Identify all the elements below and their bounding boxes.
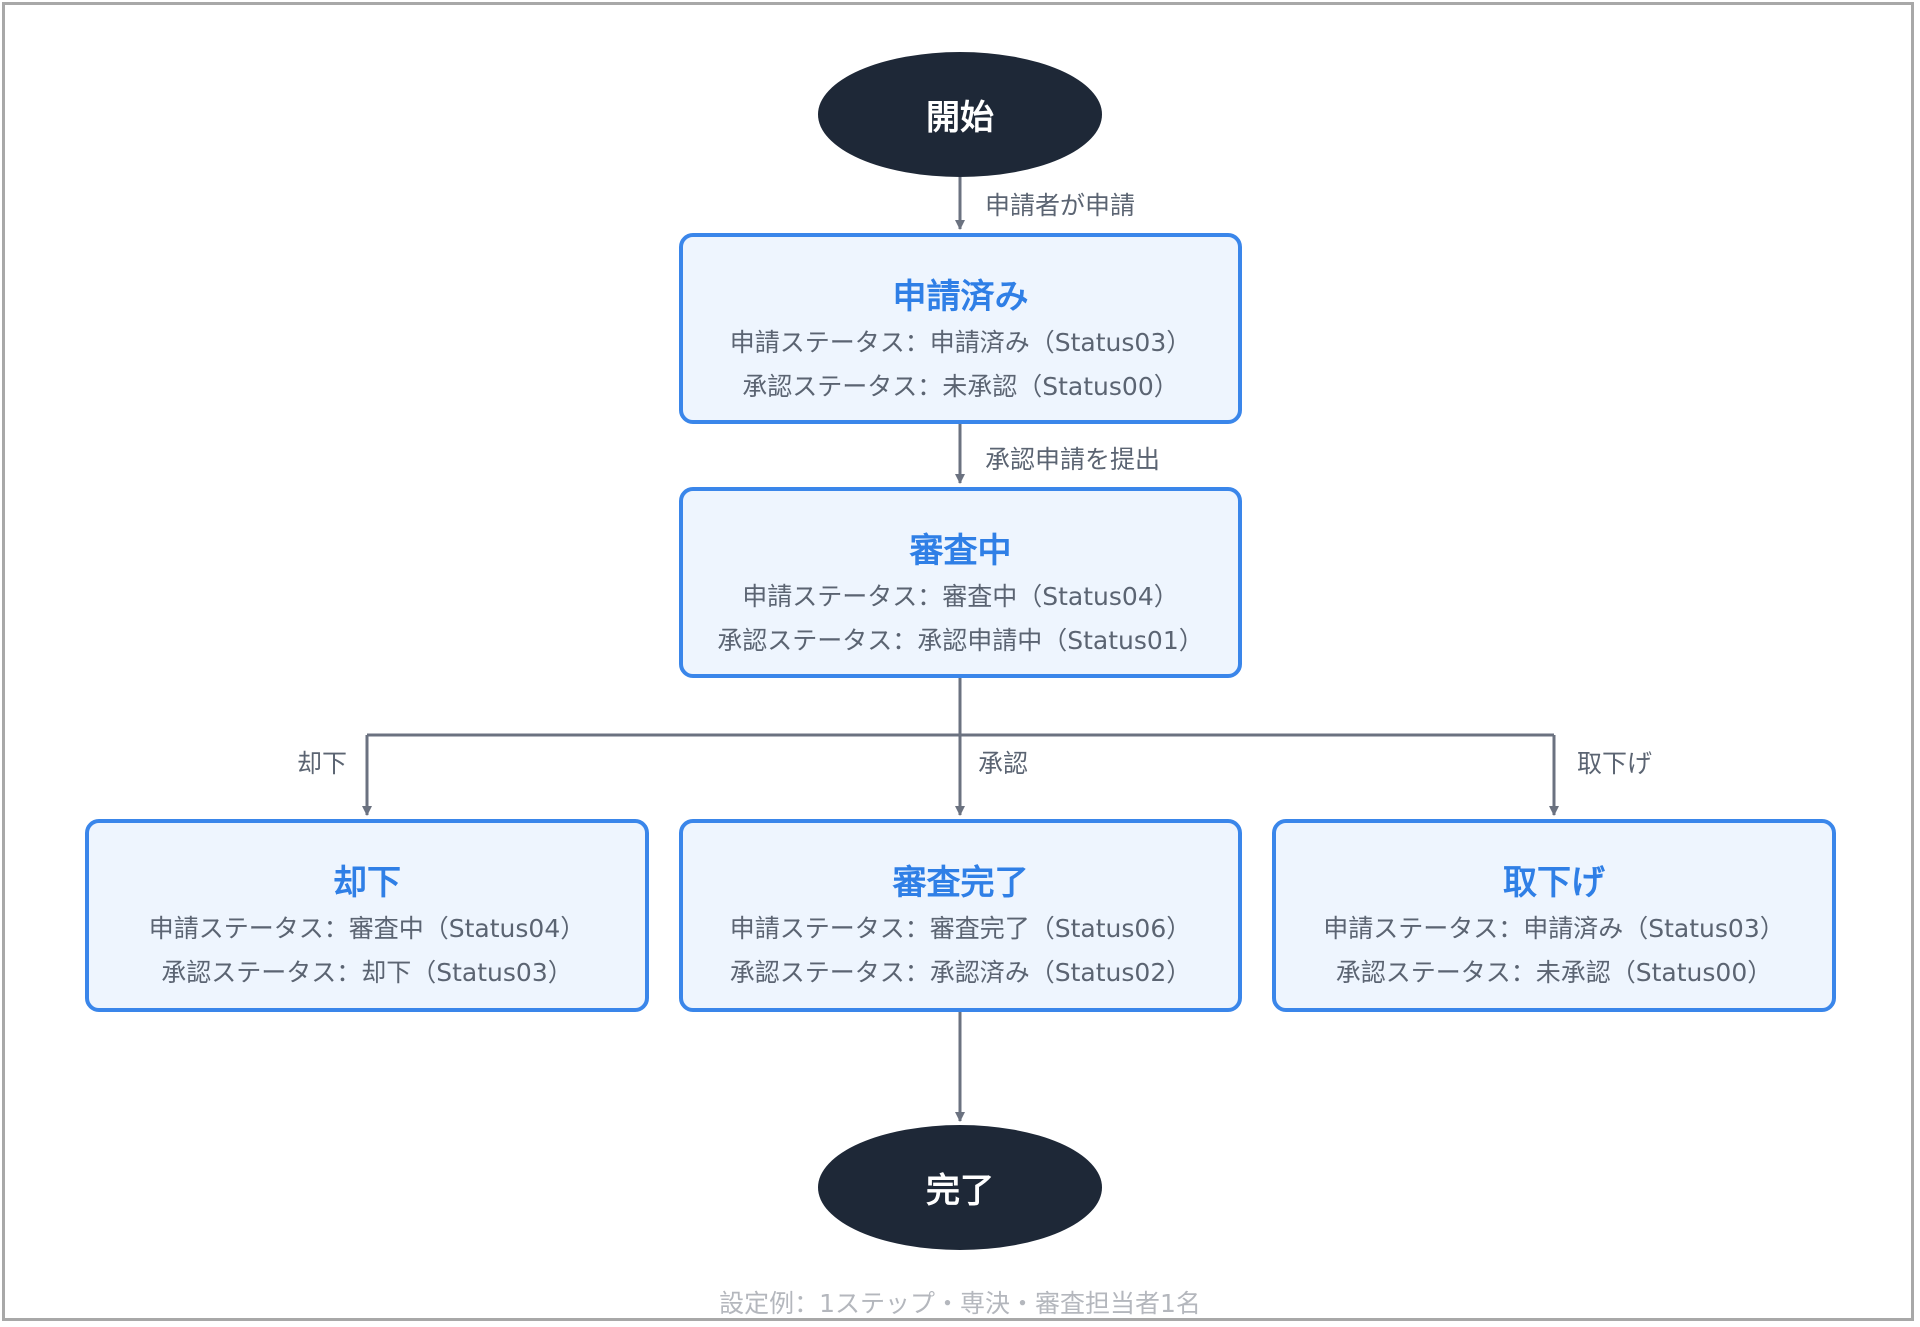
node-submitted-line2: 承認ステータス：未承認（Status00） bbox=[742, 372, 1179, 401]
node-rejected-title: 却下 bbox=[333, 863, 401, 903]
node-approved-line1: 申請ステータス：審査完了（Status06） bbox=[729, 914, 1192, 943]
node-reviewing-line1: 申請ステータス：審査中（Status04） bbox=[742, 582, 1179, 611]
node-reviewing-line2: 承認ステータス：承認申請中（Status01） bbox=[717, 626, 1204, 655]
node-submitted-line1: 申請ステータス：申請済み（Status03） bbox=[729, 328, 1192, 357]
edge-label-approve: 承認 bbox=[978, 749, 1029, 778]
edge-label-reject: 却下 bbox=[297, 749, 348, 778]
node-withdrawn-line2: 承認ステータス：未承認（Status00） bbox=[1335, 958, 1773, 987]
start-node: 開始 bbox=[818, 52, 1102, 177]
node-approved-title: 審査完了 bbox=[892, 863, 1029, 903]
edge-label-apply: 申請者が申請 bbox=[985, 191, 1136, 220]
node-withdrawn-title: 取下げ bbox=[1503, 863, 1605, 903]
end-node: 完了 bbox=[818, 1125, 1102, 1250]
node-reviewing-title: 審査中 bbox=[909, 531, 1012, 571]
node-reviewing: 審査中 申請ステータス：審査中（Status04） 承認ステータス：承認申請中（… bbox=[679, 487, 1242, 678]
node-withdrawn: 取下げ 申請ステータス：申請済み（Status03） 承認ステータス：未承認（S… bbox=[1272, 819, 1836, 1012]
diagram-caption: 設定例：1ステップ・専決・審査担当者1名 bbox=[719, 1289, 1201, 1318]
edge-label-withdraw: 取下げ bbox=[1577, 749, 1653, 778]
node-rejected-line2: 承認ステータス：却下（Status03） bbox=[161, 958, 573, 987]
node-approved-line2: 承認ステータス：承認済み（Status02） bbox=[729, 958, 1192, 987]
node-rejected: 却下 申請ステータス：審査中（Status04） 承認ステータス：却下（Stat… bbox=[85, 819, 649, 1012]
node-approved: 審査完了 申請ステータス：審査完了（Status06） 承認ステータス：承認済み… bbox=[679, 819, 1242, 1012]
node-rejected-line1: 申請ステータス：審査中（Status04） bbox=[148, 914, 586, 943]
node-withdrawn-line1: 申請ステータス：申請済み（Status03） bbox=[1323, 914, 1785, 943]
node-submitted-title: 申請済み bbox=[892, 277, 1029, 317]
edge-label-submit-request: 承認申請を提出 bbox=[985, 445, 1161, 474]
node-submitted: 申請済み 申請ステータス：申請済み（Status03） 承認ステータス：未承認（… bbox=[679, 233, 1242, 424]
